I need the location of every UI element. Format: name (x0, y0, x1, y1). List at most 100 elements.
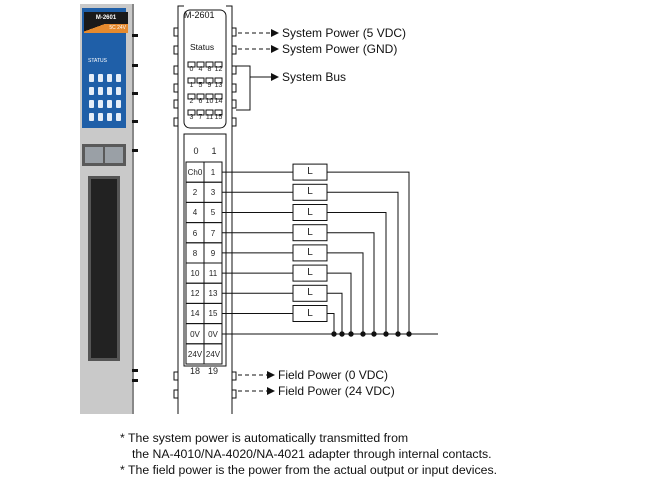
module-photo-led (116, 74, 121, 82)
led-label: 9 (207, 82, 212, 89)
load-return-wire (327, 292, 343, 334)
module-photo-led (98, 113, 103, 121)
left-notch (173, 65, 178, 75)
led-label: 7 (198, 114, 203, 121)
load-label: L (307, 307, 313, 319)
module-photo-led (116, 100, 121, 108)
status-led (196, 109, 205, 116)
led-label: 8 (207, 66, 212, 73)
led-label: 3 (189, 114, 194, 121)
status-led (187, 77, 196, 84)
status-led (214, 77, 223, 84)
diagram-status-label: Status (190, 42, 215, 52)
status-led (187, 61, 196, 68)
terminal-label: 0V (208, 329, 218, 339)
right-notch (232, 99, 237, 109)
terminal-label: 6 (192, 228, 198, 238)
note-system-power-1: * The system power is automatically tran… (120, 431, 409, 445)
junction-dot (360, 331, 366, 337)
junction-dot (406, 331, 412, 337)
module-outline-right (226, 5, 233, 414)
status-led (196, 61, 205, 68)
led-label: 0 (189, 66, 194, 73)
terminal-number: 18 (189, 366, 200, 376)
led-label: 10 (205, 98, 214, 105)
label-field-power-0v: Field Power (0 VDC) (278, 368, 389, 382)
junction-dot (395, 331, 401, 337)
module-outline-left (177, 5, 184, 414)
terminal-label: 4 (192, 208, 198, 218)
junction-dot (383, 331, 389, 337)
module-photo-led (89, 113, 94, 121)
terminal-label: 24V (205, 349, 221, 359)
load-label: L (307, 206, 313, 218)
column-header: 0 (193, 146, 199, 156)
terminal-label: 13 (208, 289, 218, 299)
terminal-label: 3 (210, 188, 216, 198)
load-return-wire (327, 171, 410, 334)
module-photo: M-2601 5C 24V STATUS (80, 4, 138, 414)
terminal-label: 2 (192, 188, 198, 198)
left-notch (173, 83, 178, 93)
left-notch (173, 371, 178, 381)
module-photo-led (89, 87, 94, 95)
module-photo-led (116, 113, 121, 121)
module-photo-rail-notch (132, 379, 138, 382)
module-photo-rail-notch (132, 92, 138, 95)
right-notch (232, 389, 237, 399)
load-return-wire (327, 232, 375, 334)
module-photo-slots (82, 144, 126, 166)
junction-dot (339, 331, 345, 337)
status-led (205, 61, 214, 68)
load-return-wire (327, 272, 352, 334)
status-led (196, 77, 205, 84)
module-photo-led (98, 87, 103, 95)
module-photo-status-label: STATUS (88, 58, 107, 64)
load-return-wire (327, 191, 399, 334)
right-notch (232, 371, 237, 381)
module-photo-led (107, 74, 112, 82)
terminal-label: 10 (190, 269, 200, 278)
terminal-label: 0V (190, 329, 200, 339)
left-notch (173, 27, 178, 37)
column-header: 1 (211, 146, 217, 156)
junction-dot (331, 331, 337, 337)
terminal-label: 1 (210, 168, 216, 177)
led-label: 14 (214, 98, 223, 105)
label-system-bus: System Bus (282, 70, 347, 84)
module-photo-led (107, 100, 112, 108)
load-return-wire (327, 252, 364, 334)
terminal-label: 8 (192, 248, 198, 258)
status-led (205, 109, 214, 116)
load-label: L (307, 287, 313, 299)
right-notch (232, 117, 237, 127)
left-notch (173, 389, 178, 399)
module-photo-rail-notch (132, 120, 138, 123)
terminal-label: 12 (190, 289, 200, 299)
right-notch (232, 45, 237, 55)
terminal-label: Ch0 (187, 168, 203, 177)
status-led (214, 109, 223, 116)
module-photo-rail-notch (132, 149, 138, 152)
module-photo-connector (88, 176, 120, 361)
junction-dot (371, 331, 377, 337)
status-led (187, 93, 196, 100)
status-led (214, 61, 223, 68)
module-photo-rail-notch (132, 64, 138, 67)
module-photo-voltage: 5C 24V (84, 24, 128, 33)
module-photo-led (107, 113, 112, 121)
led-label: 2 (189, 98, 194, 105)
note-system-power-2: the NA-4010/NA-4020/NA-4021 adapter thro… (132, 447, 492, 461)
terminal-label: 5 (210, 208, 216, 218)
right-notch (232, 27, 237, 37)
label-system-power-gnd: System Power (GND) (282, 42, 398, 56)
module-photo-led (89, 74, 94, 82)
module-photo-slot (105, 147, 123, 163)
led-label: 13 (214, 82, 223, 89)
left-notch (173, 117, 178, 127)
diagram-model: M-2601 (184, 10, 215, 20)
load-label: L (307, 186, 313, 198)
module-photo-slot (85, 147, 103, 163)
